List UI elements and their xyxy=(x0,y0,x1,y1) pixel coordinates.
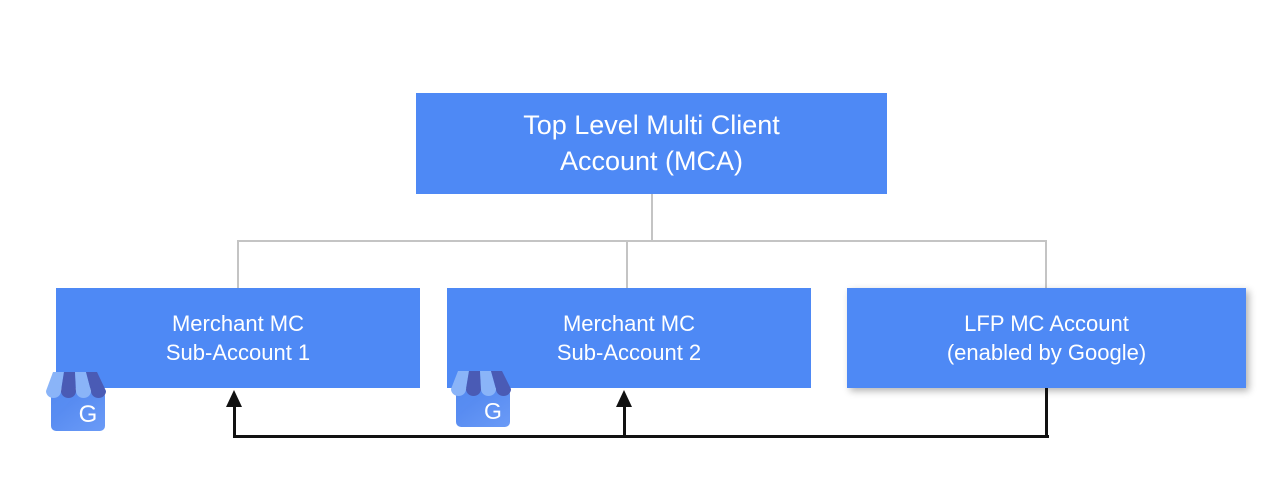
connector-drop-to-sub-account-2 xyxy=(626,240,628,289)
google-my-business-icon: G xyxy=(46,372,106,431)
connector-mca-stub xyxy=(651,194,653,242)
node-lfp-mc-account[interactable]: LFP MC Account (enabled by Google) xyxy=(847,288,1246,388)
connector-drop-to-lfp-account xyxy=(1045,240,1047,289)
node-sub1-line1: Merchant MC xyxy=(171,310,305,336)
connector-horizontal-bus xyxy=(237,240,1047,242)
connector-drop-to-sub-account-1 xyxy=(237,240,239,289)
arrow-head-icon xyxy=(616,390,632,407)
node-sub2-line1: Merchant MC xyxy=(562,310,696,336)
node-lfp-line1: LFP MC Account xyxy=(964,310,1129,336)
node-sub1-line2: Sub-Account 1 xyxy=(165,340,311,365)
node-mca-line1: Top Level Multi Client xyxy=(523,109,780,140)
node-lfp-line2: (enabled by Google) xyxy=(946,340,1147,365)
gmb-letter-g: G xyxy=(79,401,98,428)
node-mca-line2: Account (MCA) xyxy=(559,145,744,176)
google-my-business-icon: G xyxy=(451,371,511,427)
node-merchant-mc-sub-account-2[interactable]: Merchant MC Sub-Account 2 xyxy=(447,288,811,388)
node-merchant-mc-sub-account-1[interactable]: Merchant MC Sub-Account 1 xyxy=(56,288,420,388)
feedback-riser-from-lfp xyxy=(1045,388,1048,437)
node-top-level-mca[interactable]: Top Level Multi Client Account (MCA) xyxy=(416,93,887,194)
feedback-horizontal-bus xyxy=(233,435,1049,438)
arrow-head-icon xyxy=(226,390,242,407)
node-sub2-line2: Sub-Account 2 xyxy=(556,340,702,365)
feedback-riser-to-sub-account-2 xyxy=(623,404,626,437)
feedback-riser-to-sub-account-1 xyxy=(233,404,236,437)
gmb-letter-g: G xyxy=(484,398,502,424)
